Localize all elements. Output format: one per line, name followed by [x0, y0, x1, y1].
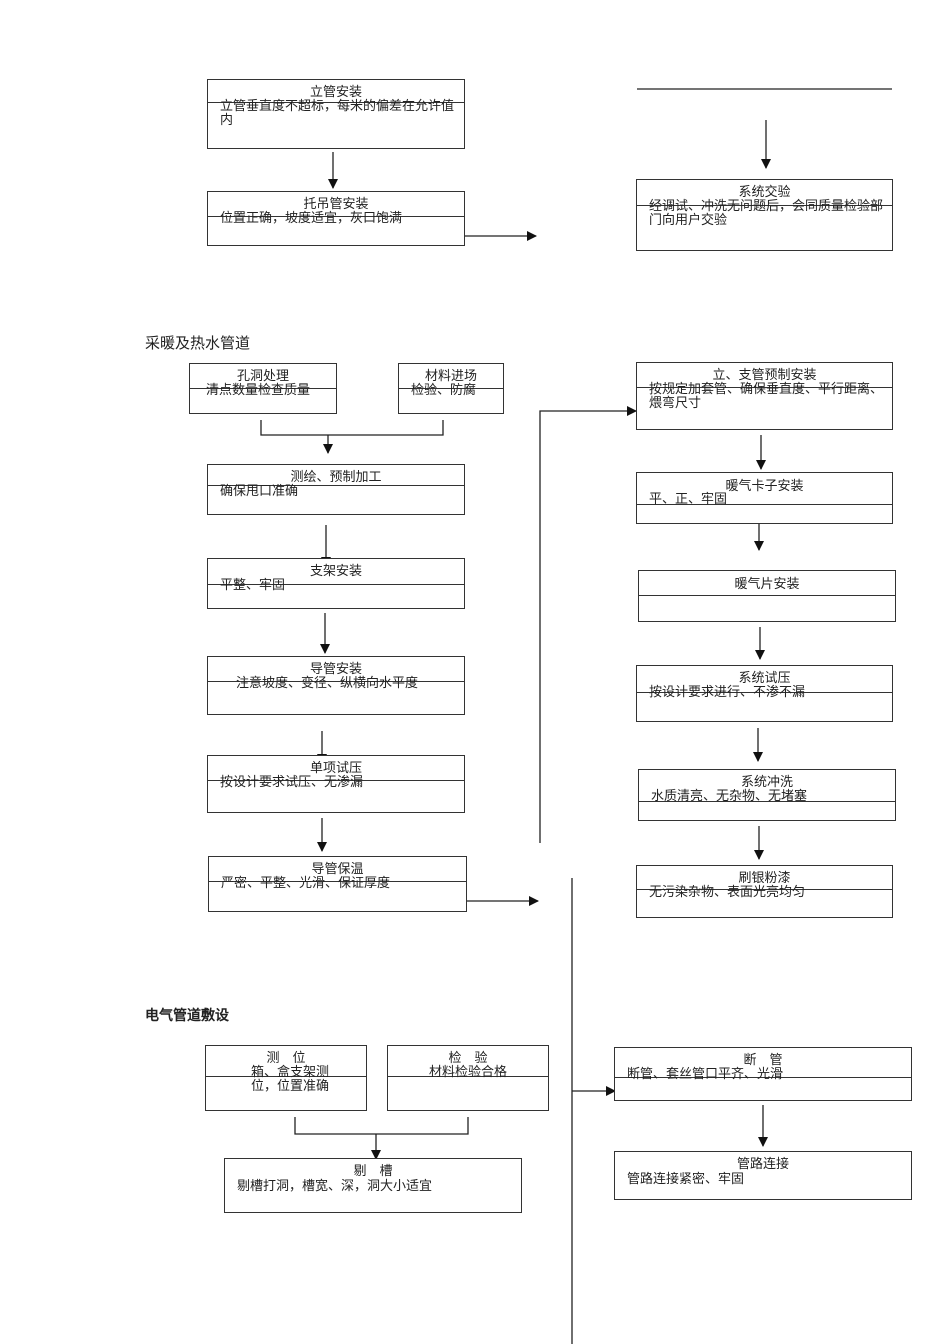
box-single-pressure-test: 单项试压 按设计要求试压、无渗漏	[207, 755, 465, 813]
box-desc: 立管垂直度不超标，每米的偏差在允许值内	[220, 99, 455, 128]
box-radiator-install: 暖气片安装	[638, 570, 896, 622]
box-title: 托吊管安装	[303, 197, 369, 212]
box-desc: 严密、平整、光滑、保证厚度	[221, 876, 391, 891]
box-desc: 断管、套丝管口平齐、光滑	[627, 1067, 784, 1082]
box-pipe-connection: 管路连接 管路连接紧密、牢固	[614, 1151, 912, 1200]
box-positioning: 测 位 箱、盒支架测位，位置准确	[205, 1045, 367, 1111]
box-title: 立管安装	[309, 85, 362, 100]
box-desc: 检验、防腐	[411, 383, 477, 398]
box-desc: 箱、盒支架测位，位置准确	[250, 1065, 329, 1094]
box-desc: 剔槽打洞，槽宽、深，洞大小适宜	[237, 1179, 433, 1194]
box-desc: 按设计要求试压、无渗漏	[220, 775, 364, 790]
box-conduit-install: 导管安装 注意坡度、变径、纵横向水平度	[207, 656, 465, 715]
box-title: 孔洞处理	[236, 369, 289, 384]
box-system-handover: 系统交验 经调试、冲洗无问题后，会同质量检验部门向用户交验	[636, 179, 893, 251]
box-desc: 水质清亮、无杂物、无堵塞	[651, 789, 808, 804]
box-title: 立、支管预制安装	[712, 368, 817, 383]
box-title: 支架安装	[309, 564, 362, 579]
box-silver-paint: 刷银粉漆 无污染杂物、表面光亮均匀	[636, 865, 893, 918]
box-hole-treatment: 孔洞处理 清点数量检查质量	[189, 363, 337, 414]
box-hanger-install: 托吊管安装 位置正确，坡度适宜，灰口饱满	[207, 191, 465, 246]
box-clamp-install: 暖气卡子安装 平、正、牢固	[636, 472, 893, 524]
box-system-pressure-test: 系统试压 按设计要求进行、不渗不漏	[636, 665, 893, 722]
box-title: 系统交验	[738, 185, 791, 200]
box-desc: 管路连接紧密、牢固	[627, 1172, 745, 1187]
box-chiseling: 剔 槽 剔槽打洞，槽宽、深，洞大小适宜	[224, 1158, 522, 1213]
box-title: 管路连接	[736, 1157, 789, 1172]
box-desc: 注意坡度、变径、纵横向水平度	[236, 676, 419, 691]
box-title: 系统试压	[738, 671, 791, 686]
box-desc: 位置正确，坡度适宜，灰口饱满	[220, 211, 403, 226]
box-desc: 按设计要求进行、不渗不漏	[649, 685, 806, 700]
box-pipe-cutting: 断 管 断管、套丝管口平齐、光滑	[614, 1047, 912, 1101]
box-title: 剔 槽	[353, 1164, 393, 1179]
box-conduit-insulation: 导管保温 严密、平整、光滑、保证厚度	[208, 856, 467, 912]
box-title: 材料进场	[424, 369, 477, 384]
box-title: 导管保温	[311, 862, 364, 877]
box-title: 测绘、预制加工	[290, 470, 382, 485]
box-title: 暖气片安装	[734, 577, 800, 592]
box-bracket-install: 支架安装 平整、牢固	[207, 558, 465, 609]
box-riser-install: 立管安装 立管垂直度不超标，每米的偏差在允许值内	[207, 79, 465, 149]
section-title-electrical: 电气管道敷设	[145, 1008, 229, 1024]
box-desc: 经调试、冲洗无问题后，会同质量检验部门向用户交验	[649, 199, 884, 228]
box-desc: 平整、牢固	[220, 578, 286, 593]
box-desc: 按规定加套管、确保垂直度、平行距离、煨弯尺寸	[649, 382, 884, 411]
box-desc: 材料检验合格	[428, 1065, 507, 1080]
box-desc: 清点数量检查质量	[206, 383, 311, 398]
box-survey-prefab: 测绘、预制加工 确保甩口准确	[207, 464, 465, 515]
box-title: 刷银粉漆	[738, 871, 791, 886]
box-title: 断 管	[743, 1053, 783, 1068]
box-title: 单项试压	[309, 761, 362, 776]
box-title: 暖气卡子安装	[725, 479, 804, 494]
box-inspection: 检 验 材料检验合格	[387, 1045, 549, 1111]
box-title: 导管安装	[309, 662, 362, 677]
box-title: 系统冲洗	[740, 775, 793, 790]
merge-bracket-electrical	[294, 1117, 469, 1135]
box-title: 检 验	[448, 1051, 488, 1066]
box-desc: 无污染杂物、表面光亮均匀	[649, 885, 806, 900]
box-system-flush: 系统冲洗 水质清亮、无杂物、无堵塞	[638, 769, 896, 821]
connector-to-branch-prefab	[539, 406, 637, 843]
box-material-entry: 材料进场 检验、防腐	[398, 363, 504, 414]
box-desc: 确保甩口准确	[220, 484, 299, 499]
section-title-heating: 采暖及热水管道	[145, 334, 251, 352]
box-desc: 平、正、牢固	[649, 492, 728, 507]
box-branch-prefab: 立、支管预制安装 按规定加套管、确保垂直度、平行距离、煨弯尺寸	[636, 362, 893, 430]
merge-bracket-heating	[260, 420, 444, 436]
box-title: 测 位	[266, 1051, 306, 1066]
